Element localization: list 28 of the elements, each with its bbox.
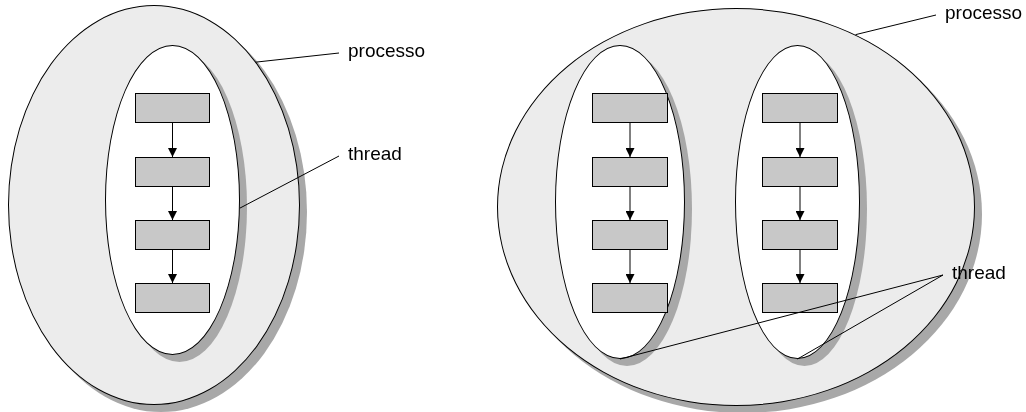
instruction-box	[592, 157, 668, 187]
callout-label: processo	[945, 2, 1023, 24]
instruction-box	[592, 93, 668, 123]
arrow	[625, 249, 635, 284]
arrow	[625, 122, 635, 158]
arrow	[168, 249, 177, 284]
instruction-box	[135, 93, 210, 123]
leader-line	[797, 274, 944, 360]
leader-line	[855, 14, 937, 36]
arrow	[625, 186, 635, 221]
instruction-box	[762, 283, 838, 313]
arrow	[168, 186, 177, 221]
instruction-box	[135, 283, 210, 313]
instruction-box	[762, 220, 838, 250]
leader-line	[239, 155, 340, 209]
arrow	[795, 249, 805, 284]
arrow	[168, 122, 177, 158]
arrow	[795, 186, 805, 221]
instruction-box	[135, 220, 210, 250]
leader-line	[255, 52, 340, 63]
callout-label: processo	[348, 40, 426, 62]
callout-label: thread	[348, 143, 402, 165]
arrow	[795, 122, 805, 158]
instruction-box	[592, 220, 668, 250]
instruction-box	[592, 283, 668, 313]
instruction-box	[135, 157, 210, 187]
instruction-box	[762, 157, 838, 187]
instruction-box	[762, 93, 838, 123]
